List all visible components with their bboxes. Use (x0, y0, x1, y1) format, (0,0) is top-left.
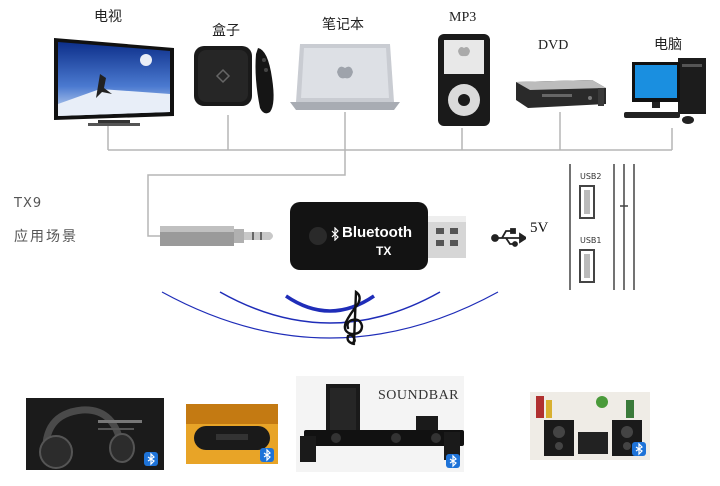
scene-label: 应用场景 (14, 229, 78, 245)
receiver-soundbar: SOUNDBAR (296, 376, 464, 472)
usb1-port-label: USB1 (580, 236, 602, 245)
mp3-player-image (438, 34, 490, 126)
source-label-pc: 电脑 (654, 37, 682, 53)
audio-plug-image (160, 226, 273, 246)
soundbar-label: SOUNDBAR (378, 388, 460, 403)
bluetooth-logo-icon (330, 226, 340, 245)
voltage-label: 5V (530, 220, 549, 236)
source-label-laptop: 笔记本 (322, 17, 364, 33)
bluetooth-badge-icon (144, 452, 158, 466)
signal-waves (161, 291, 499, 339)
usb-port-panel (569, 164, 635, 290)
pc-image (624, 58, 706, 124)
receiver-bookshelf-speakers (530, 392, 650, 460)
source-label-mp3: MP3 (449, 10, 477, 25)
source-label-box: 盒子 (212, 23, 240, 39)
usb2-port-label: USB2 (580, 172, 602, 181)
usb-symbol-icon (491, 228, 526, 247)
model-label: TX9 (14, 196, 43, 211)
source-label-tv: 电视 (94, 9, 122, 25)
laptop-image (290, 44, 400, 110)
bluetooth-badge-icon (446, 454, 460, 468)
receiver-headphones (26, 398, 164, 470)
bluetooth-transmitter: Bluetooth TX (290, 196, 470, 276)
music-note-icon (343, 289, 364, 346)
transmitter-mode: TX (376, 244, 392, 258)
tv-image (54, 38, 174, 126)
bluetooth-badge-icon (260, 448, 274, 462)
receiver-portable-speaker (186, 404, 278, 464)
set-top-box-image (194, 46, 274, 114)
source-label-dvd: DVD (538, 38, 569, 53)
dvd-player-image (516, 80, 606, 108)
transmitter-brand: Bluetooth (342, 224, 412, 241)
bluetooth-badge-icon (632, 442, 646, 456)
